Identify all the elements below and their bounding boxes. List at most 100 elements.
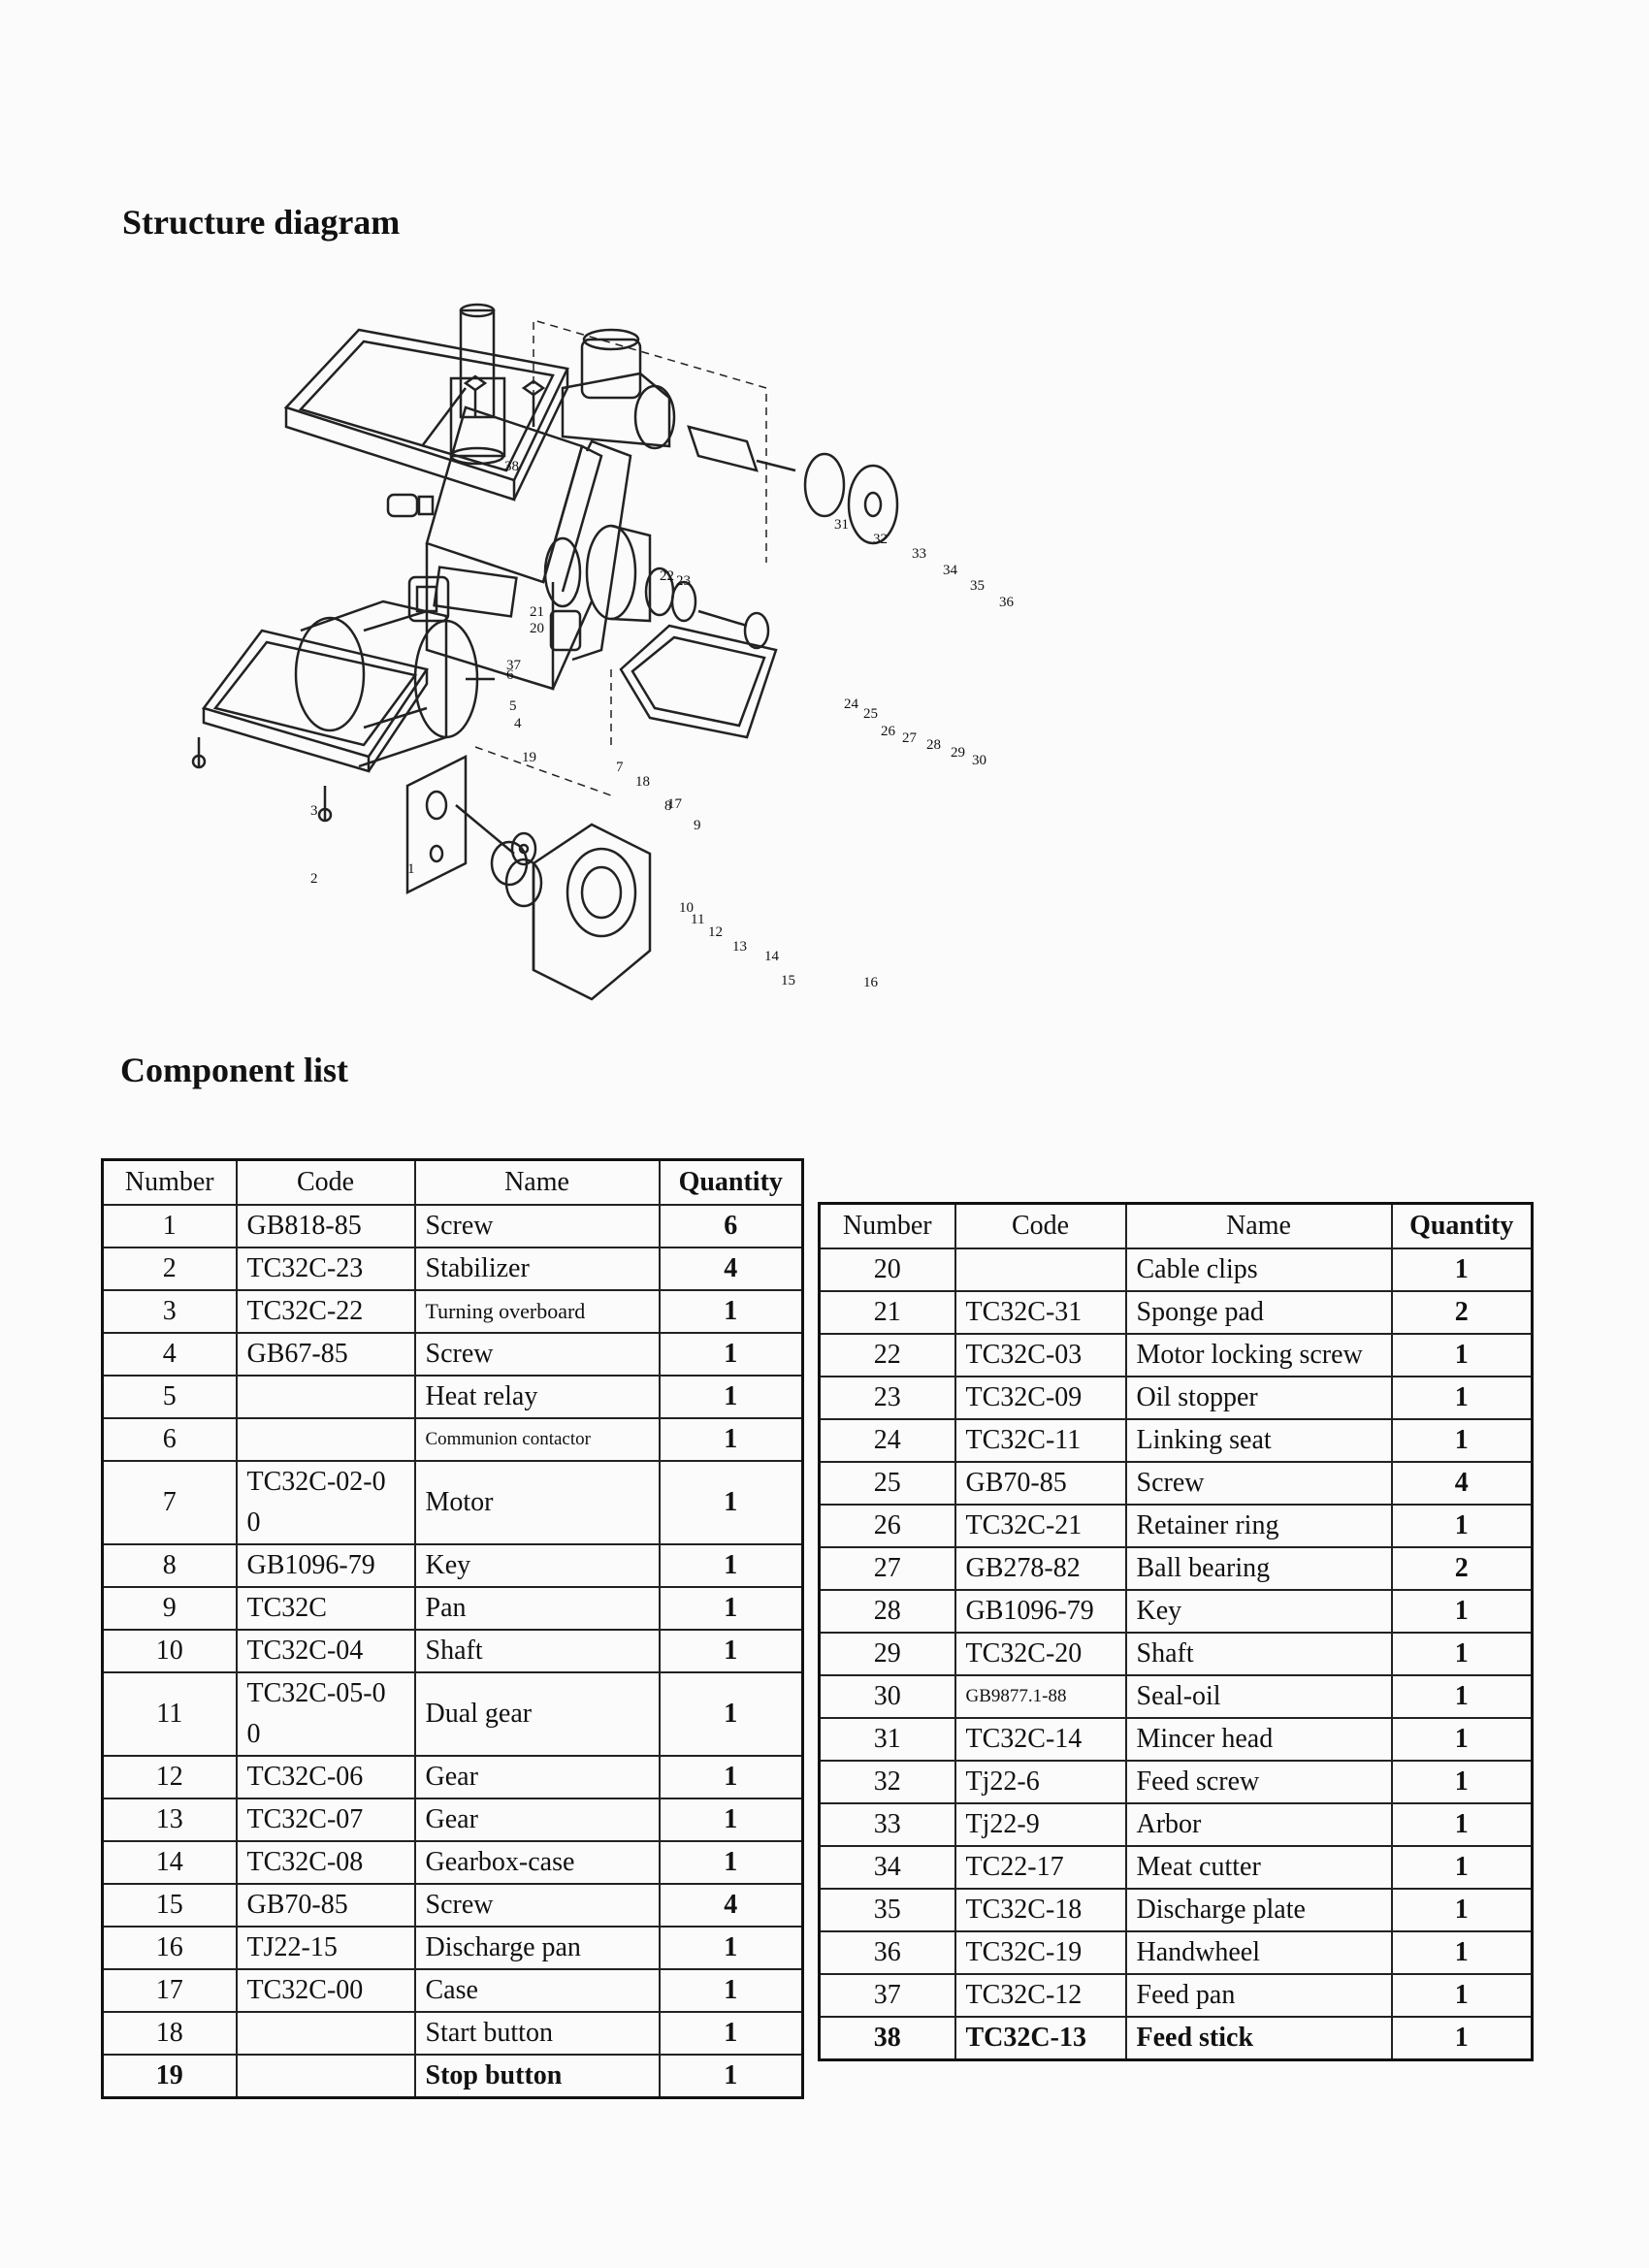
header-name: Name bbox=[413, 1158, 661, 1206]
cell-name: Cable clips bbox=[1124, 1247, 1393, 1292]
cell-quantity: 1 bbox=[1390, 1760, 1534, 1804]
diagram-label-10: 10 bbox=[679, 900, 694, 916]
linking-seat-drawing bbox=[585, 524, 770, 650]
diagram-label-2: 2 bbox=[310, 871, 318, 887]
cell-quantity: 1 bbox=[658, 1586, 804, 1631]
cell-code: TC32C-04 bbox=[235, 1629, 416, 1673]
cable-clip-drawing bbox=[386, 493, 435, 518]
base-frame-drawing bbox=[191, 629, 430, 823]
cell-name: Feed stick bbox=[1124, 2016, 1393, 2061]
cell-number: 27 bbox=[818, 1546, 956, 1591]
diagram-label-3: 3 bbox=[310, 803, 318, 819]
gears-drawing bbox=[455, 804, 543, 908]
cell-name: Oil stopper bbox=[1124, 1376, 1393, 1420]
cell-number: 2 bbox=[101, 1247, 238, 1291]
cell-number: 13 bbox=[101, 1798, 238, 1842]
header-name: Name bbox=[1124, 1202, 1393, 1249]
cell-quantity: 1 bbox=[1390, 1632, 1534, 1676]
cell-number: 28 bbox=[818, 1589, 956, 1634]
mincer-head-drawing bbox=[561, 328, 676, 450]
cell-quantity: 1 bbox=[658, 1798, 804, 1842]
diagram-label-5: 5 bbox=[509, 698, 517, 714]
cell-name: Motor locking screw bbox=[1124, 1333, 1393, 1377]
cell-number: 9 bbox=[101, 1586, 238, 1631]
cell-code: TC32C-08 bbox=[235, 1840, 416, 1885]
cell-number: 15 bbox=[101, 1883, 238, 1928]
cell-code: TC32C-02-0 0 bbox=[235, 1460, 416, 1545]
cell-quantity: 1 bbox=[658, 1543, 804, 1588]
cell-name: Handwheel bbox=[1124, 1930, 1393, 1975]
cell-code: TC32C-06 bbox=[235, 1755, 416, 1799]
cell-quantity: 1 bbox=[1390, 1717, 1534, 1762]
cell-quantity: 1 bbox=[658, 1671, 804, 1757]
cell-name: Linking seat bbox=[1124, 1418, 1393, 1463]
cell-number: 34 bbox=[818, 1845, 956, 1890]
cell-number: 3 bbox=[101, 1289, 238, 1334]
cell-code: TC32C-21 bbox=[954, 1504, 1127, 1548]
cell-number: 17 bbox=[101, 1968, 238, 2013]
cell-code: TC32C-31 bbox=[954, 1290, 1127, 1335]
cell-quantity: 1 bbox=[1390, 1504, 1534, 1548]
cell-code: TC32C bbox=[235, 1586, 416, 1631]
table-header-row: Number Code Name Quantity bbox=[101, 1158, 804, 1206]
diagram-label-17: 17 bbox=[667, 796, 683, 812]
cell-quantity: 1 bbox=[1390, 1930, 1534, 1975]
header-number: Number bbox=[818, 1202, 956, 1249]
cell-quantity: 1 bbox=[658, 1926, 804, 1970]
cell-code: TC32C-22 bbox=[235, 1289, 416, 1334]
cell-number: 37 bbox=[818, 1973, 956, 2018]
diagram-label-15: 15 bbox=[781, 973, 795, 988]
cell-quantity: 4 bbox=[658, 1247, 804, 1291]
cell-quantity: 1 bbox=[658, 1755, 804, 1799]
diagram-label-11: 11 bbox=[691, 912, 704, 927]
header-quantity: Quantity bbox=[1390, 1202, 1534, 1249]
cell-quantity: 1 bbox=[658, 1460, 804, 1545]
diagram-label-9: 9 bbox=[694, 818, 701, 833]
diagram-label-4: 4 bbox=[514, 716, 522, 731]
cell-code bbox=[235, 1375, 416, 1419]
table-header-row: Number Code Name Quantity bbox=[818, 1202, 1534, 1249]
diagram-label-24: 24 bbox=[844, 697, 859, 712]
cell-code: GB1096-79 bbox=[954, 1589, 1127, 1634]
cell-number: 29 bbox=[818, 1632, 956, 1676]
cell-code: TJ22-15 bbox=[235, 1926, 416, 1970]
cell-number: 36 bbox=[818, 1930, 956, 1975]
feed-stick-drawing bbox=[449, 303, 506, 466]
cell-quantity: 1 bbox=[1390, 1845, 1534, 1890]
cell-code: TC32C-23 bbox=[235, 1247, 416, 1291]
cell-code: TC32C-07 bbox=[235, 1798, 416, 1842]
cell-name: Feed screw bbox=[1124, 1760, 1393, 1804]
diagram-label-32: 32 bbox=[873, 532, 888, 547]
diagram-label-31: 31 bbox=[834, 517, 849, 533]
cell-number: 16 bbox=[101, 1926, 238, 1970]
diagram-label-25: 25 bbox=[863, 706, 878, 722]
cell-name: Discharge plate bbox=[1124, 1888, 1393, 1932]
cell-number: 1 bbox=[101, 1204, 238, 1248]
case-drawing bbox=[425, 405, 632, 691]
diagram-label-19: 19 bbox=[522, 750, 536, 765]
cell-name: Dual gear bbox=[413, 1671, 661, 1757]
cell-name: Key bbox=[413, 1543, 661, 1588]
cell-name: Pan bbox=[413, 1586, 661, 1631]
cell-name: Ball bearing bbox=[1124, 1546, 1393, 1591]
gear-pan-drawing bbox=[405, 754, 468, 895]
cell-number: 10 bbox=[101, 1629, 238, 1673]
cell-code: TC32C-18 bbox=[954, 1888, 1127, 1932]
diagram-label-29: 29 bbox=[951, 745, 965, 761]
